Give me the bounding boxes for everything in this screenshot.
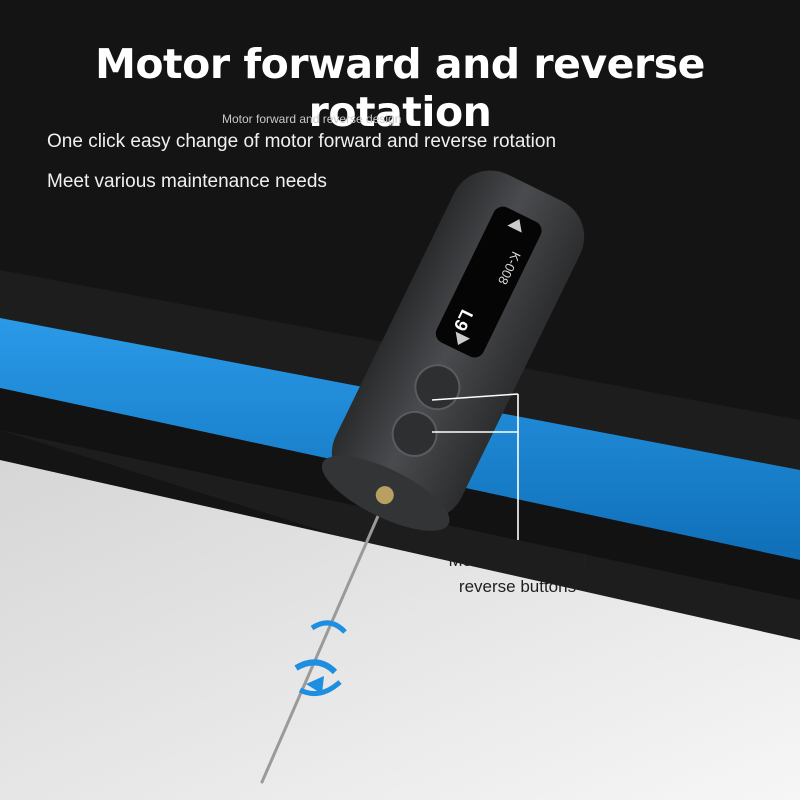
- device-screen: [435, 206, 542, 358]
- subheading: Motor forward and reverse design: [222, 112, 402, 126]
- callout-line-1: Motor forward and: [448, 551, 587, 570]
- reverse-button[interactable]: [385, 405, 444, 464]
- screen-up-arrow-icon: [507, 219, 522, 233]
- probe-needle: [260, 498, 387, 784]
- work-surface: [0, 460, 800, 800]
- buttons-callout: Motor forward and reverse buttons: [430, 548, 605, 600]
- feature-line-1: One click easy change of motor forward a…: [47, 131, 557, 152]
- rotation-arrow-icon: [294, 620, 347, 697]
- screen-down-arrow-icon: [455, 331, 471, 345]
- feature-line-2: Meet various maintenance needs: [47, 171, 327, 192]
- callout-leader-lines: [431, 393, 519, 540]
- page-title: Motor forward and reverse rotation: [95, 40, 705, 136]
- callout-line-2: reverse buttons: [458, 577, 577, 596]
